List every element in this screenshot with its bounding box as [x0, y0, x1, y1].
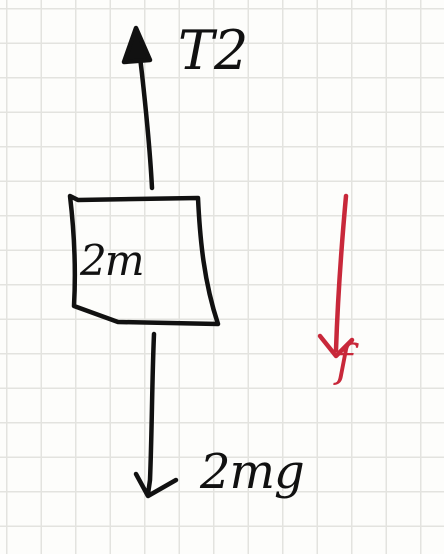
weight-arrow: [133, 331, 179, 499]
friction-label: f: [336, 336, 353, 387]
friction-arrow: [317, 193, 355, 359]
tension-arrow: [121, 25, 155, 191]
friction-arrow-shaft: [333, 193, 349, 353]
weight-label: 2mg: [200, 444, 305, 500]
tension-label: T2: [178, 19, 249, 82]
tension-arrow-head: [121, 25, 153, 65]
mass-block: [67, 193, 221, 327]
tension-arrow-shaft: [135, 37, 155, 191]
weight-arrow-shaft: [145, 331, 157, 497]
weight-arrow-head: [133, 471, 179, 499]
mass-label: 2m: [80, 236, 145, 285]
friction-arrow-head: [317, 333, 355, 359]
